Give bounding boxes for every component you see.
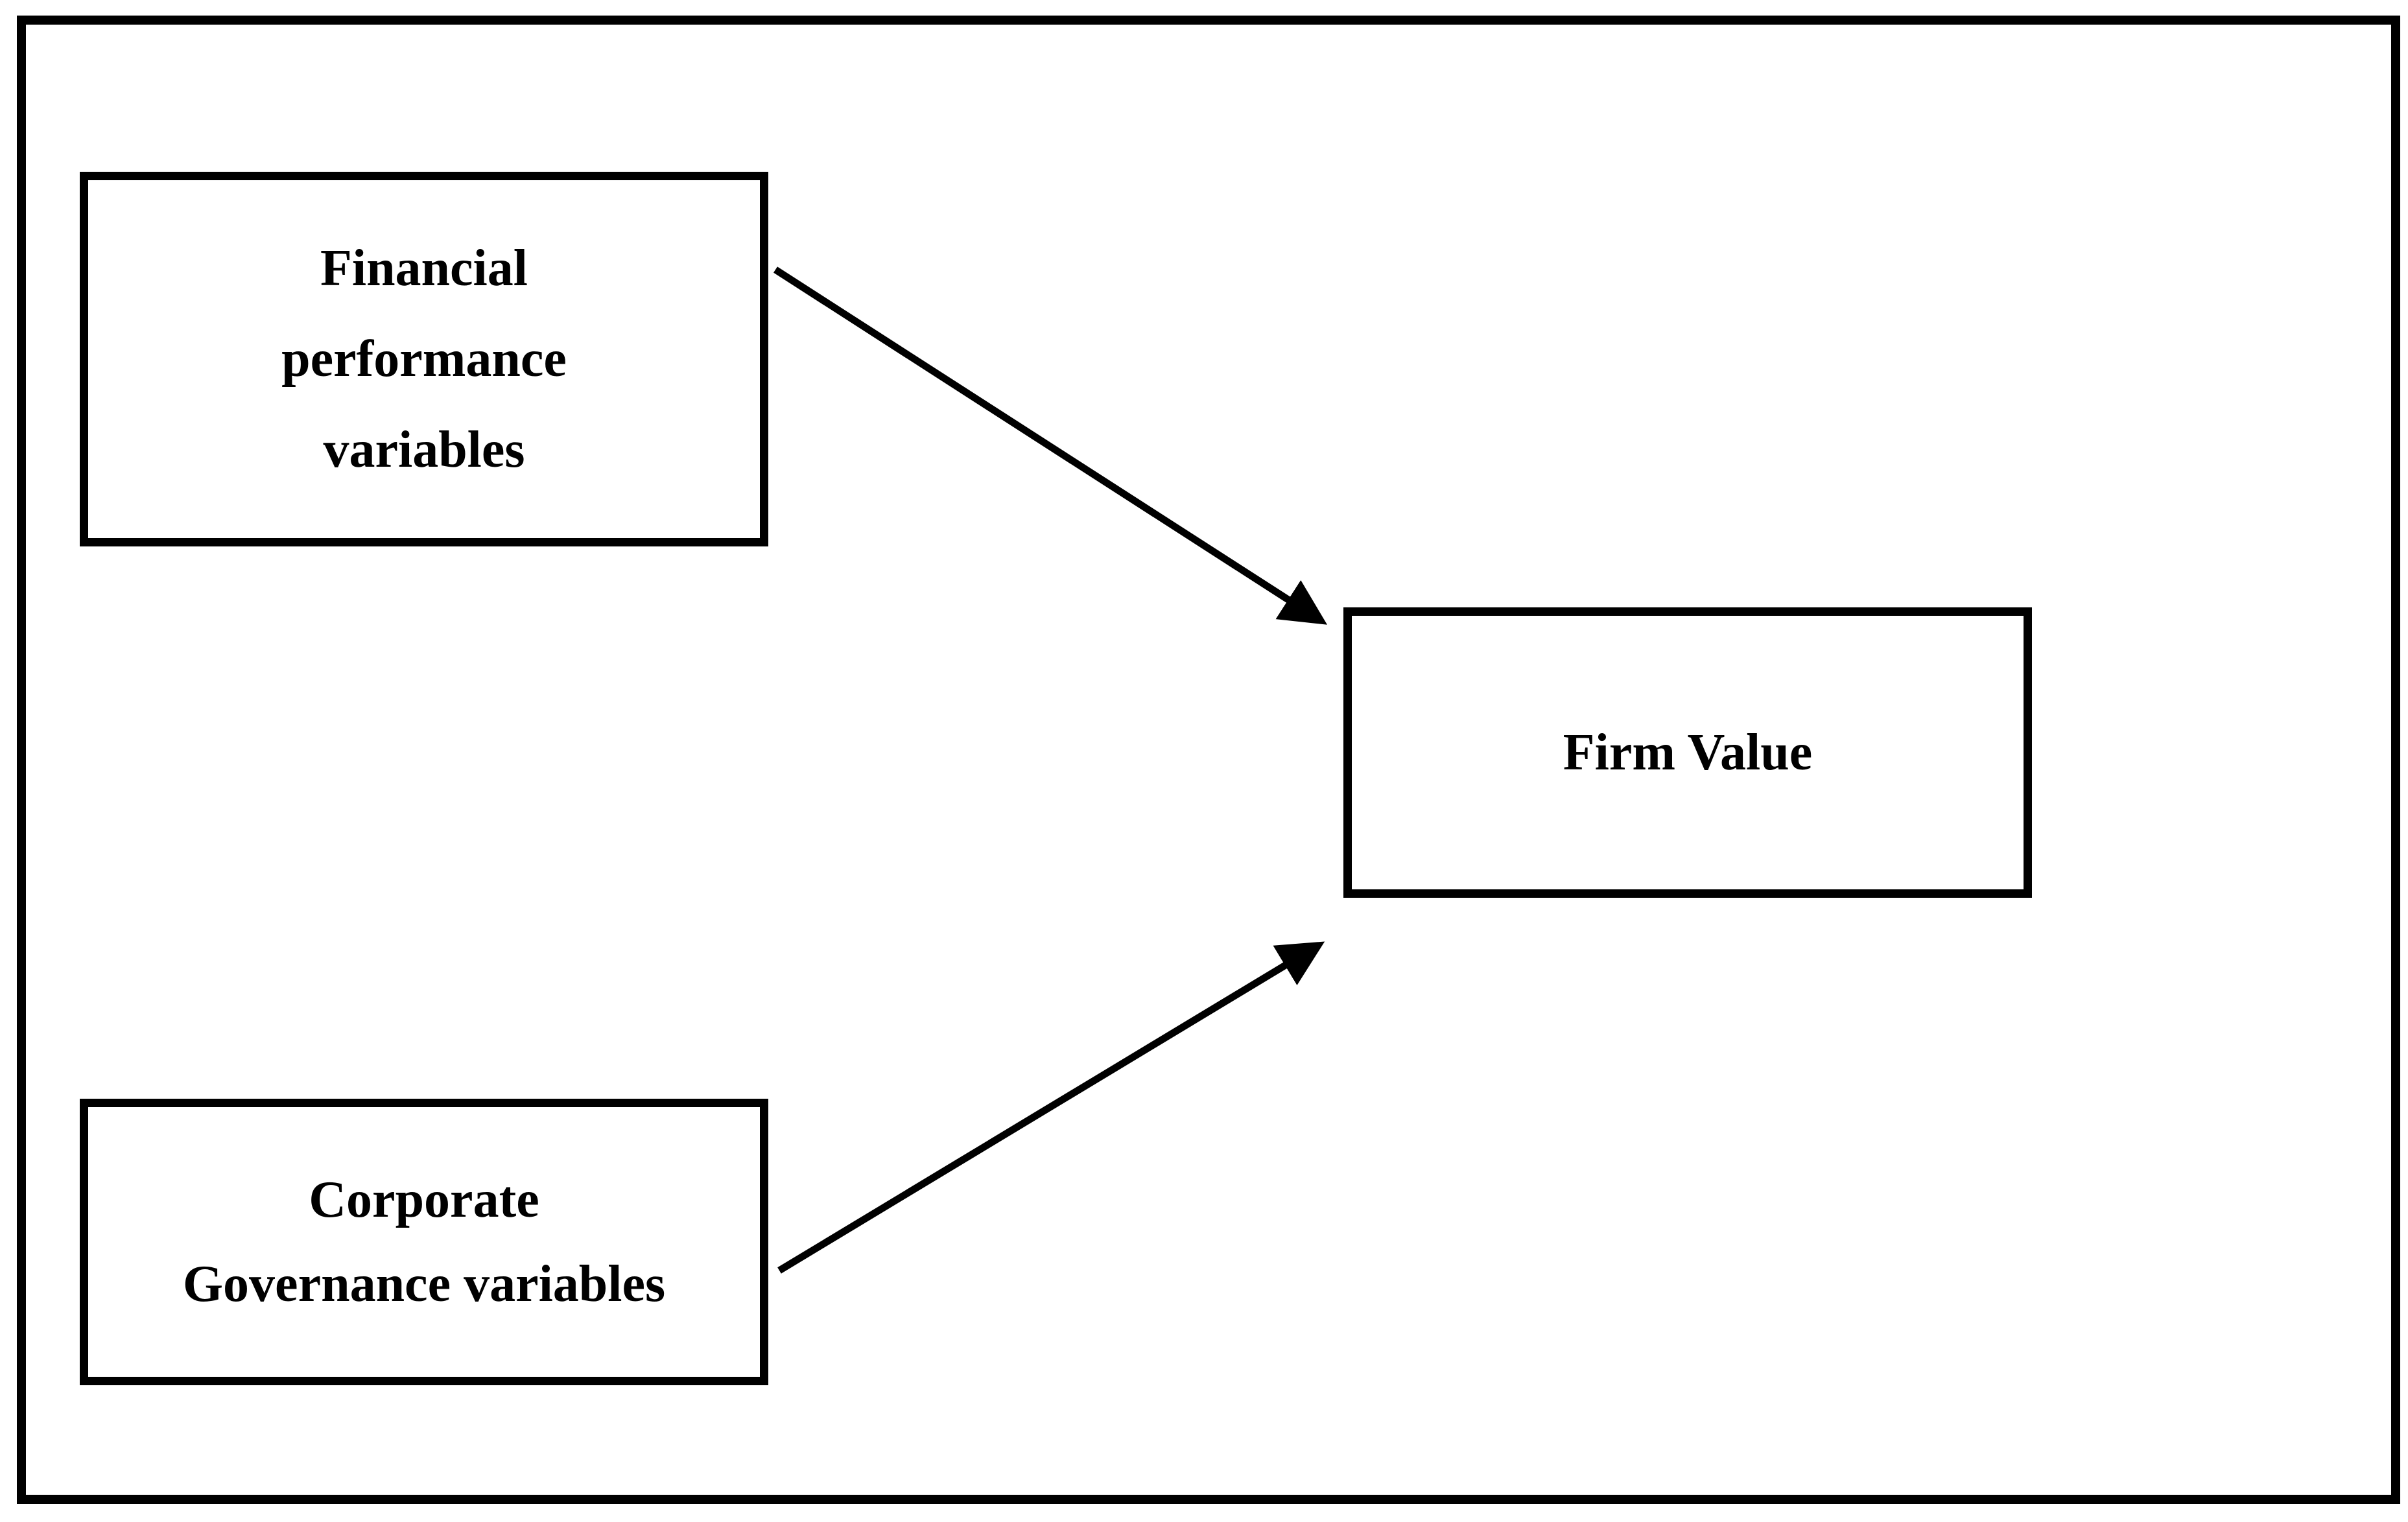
financial-performance-box: Financial performance variables xyxy=(80,172,768,546)
financial-performance-label-line-3: variables xyxy=(323,421,525,478)
corporate-governance-label-line-2: Governance variables xyxy=(182,1256,666,1313)
corporate-governance-label-line-1: Corporate xyxy=(309,1171,539,1228)
figure-border xyxy=(17,16,2400,1504)
firm-value-box: Firm Value xyxy=(1343,607,2032,898)
financial-performance-label-line-1: Financial xyxy=(320,240,528,297)
corporate-governance-box: Corporate Governance variables xyxy=(80,1099,768,1385)
financial-performance-label-line-2: performance xyxy=(281,331,567,388)
firm-value-label: Firm Value xyxy=(1563,724,1813,781)
